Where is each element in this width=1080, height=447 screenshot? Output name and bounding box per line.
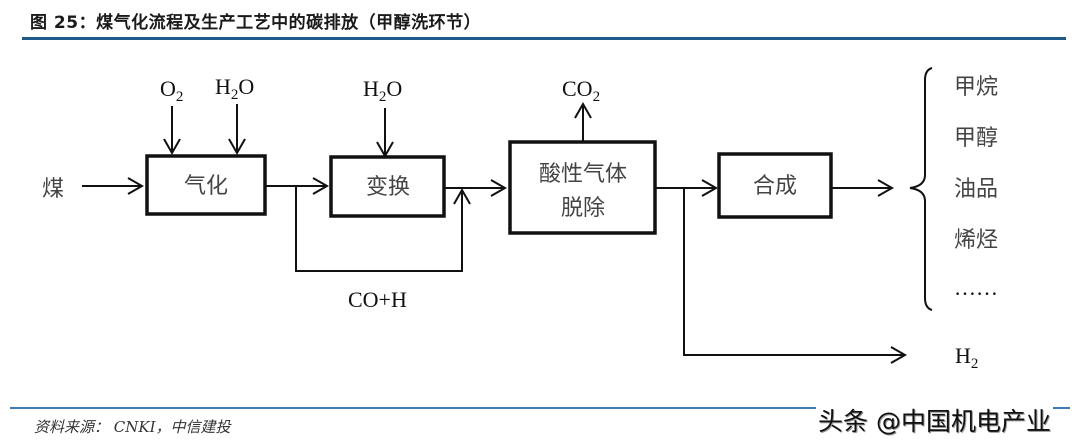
shift-label: 变换 xyxy=(366,175,410,200)
product-methane: 甲烷 xyxy=(954,75,998,100)
synthesis-to-products-arrow-head xyxy=(877,179,895,197)
acid-gas-removal-label-line2: 脱除 xyxy=(561,196,605,221)
product-methanol: 甲醇 xyxy=(954,126,998,151)
bypass-arrow-head xyxy=(453,187,471,205)
bypass-label: CO+H xyxy=(348,287,407,312)
footer-rule xyxy=(10,407,1070,409)
synthesis-box xyxy=(717,152,833,219)
co2-arrow-head xyxy=(574,101,592,119)
gasification-label: 气化 xyxy=(184,174,228,199)
h2o-arrow-gasification-head xyxy=(228,138,246,156)
products-brace xyxy=(909,67,933,311)
bypass-line xyxy=(295,186,463,272)
shift-box xyxy=(329,155,446,218)
o2-label: O2 xyxy=(160,76,183,105)
h2-label: H2 xyxy=(955,343,978,372)
synthesis-label: 合成 xyxy=(753,174,797,199)
product-more: …… xyxy=(954,275,998,300)
acid-to-synthesis-arrow-head xyxy=(701,179,719,197)
source-note: 资料来源： CNKI，中信建投 xyxy=(34,418,231,436)
h2o-label-shift: H2O xyxy=(363,76,402,105)
figure-title: 图 25：煤气化流程及生产工艺中的碳排放（甲醇洗环节） xyxy=(30,13,482,33)
title-rule xyxy=(22,37,1066,40)
product-oil: 油品 xyxy=(954,177,998,202)
product-olefins: 烯烃 xyxy=(954,228,998,253)
h2o-label-gasification: H2O xyxy=(215,74,254,103)
coal-label: 煤 xyxy=(42,177,64,202)
gasification-box xyxy=(145,154,267,216)
watermark: 头条 @中国机电产业 xyxy=(816,402,1053,438)
h2-branch-line xyxy=(683,188,905,356)
shift-to-acid-arrow-head xyxy=(490,179,508,197)
coal-arrow-head xyxy=(127,177,145,195)
gasification-to-shift-arrow-head xyxy=(312,177,330,195)
h2-arrow-head xyxy=(890,346,908,364)
acid-gas-removal-label-line1: 酸性气体 xyxy=(539,162,627,187)
co2-label: CO2 xyxy=(562,76,600,105)
o2-arrow-head xyxy=(163,138,181,156)
